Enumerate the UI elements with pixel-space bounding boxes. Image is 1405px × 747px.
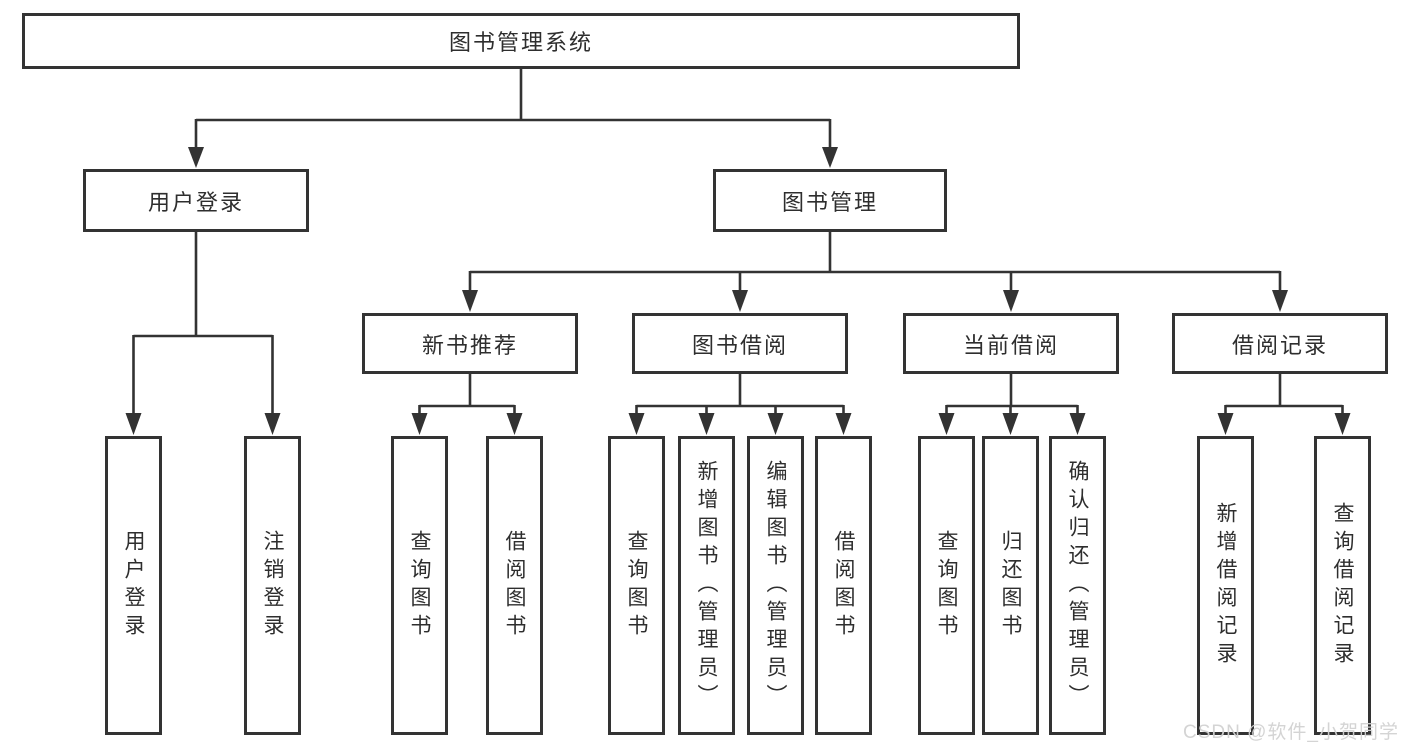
leaf-borrow-query-book: 查询图书: [608, 436, 665, 735]
leaf-borrow-book-label: 借阅图书: [832, 529, 855, 642]
node-borrow-record-label: 借阅记录: [1231, 332, 1328, 358]
csdn-watermark: CSDN @软件_小贺同学: [1183, 722, 1399, 743]
connector-current-borrow-to-leaves: [938, 373, 1086, 435]
leaf-recommend-borrow-book-label: 借阅图书: [503, 529, 526, 642]
leaf-add-borrow-record-label: 新增借阅记录: [1214, 501, 1237, 670]
leaf-current-query-book-label: 查询图书: [935, 529, 958, 642]
node-user-login: 用户登录: [83, 169, 309, 232]
node-borrow-record: 借阅记录: [1172, 313, 1388, 374]
leaf-query-borrow-record: 查询借阅记录: [1314, 436, 1371, 735]
leaf-borrow-query-book-label: 查询图书: [625, 529, 648, 642]
leaf-logout: 注销登录: [244, 436, 301, 735]
connector-book-management-to-level3: [462, 231, 1288, 312]
connector-user-login-to-leaves: [125, 231, 281, 435]
leaf-borrow-book: 借阅图书: [815, 436, 872, 735]
node-root-label: 图书管理系统: [448, 30, 593, 55]
leaf-confirm-return-admin: 确认归还（管理员）: [1049, 436, 1106, 735]
node-new-book-recommend: 新书推荐: [362, 313, 578, 374]
leaf-edit-book-admin: 编辑图书（管理员）: [747, 436, 804, 735]
node-book-borrow: 图书借阅: [632, 313, 848, 374]
leaf-recommend-query-book: 查询图书: [391, 436, 448, 735]
leaf-add-book-admin-label: 新增图书（管理员）: [695, 459, 718, 712]
connector-borrow-record-to-leaves: [1217, 373, 1351, 435]
leaf-return-book-label: 归还图书: [999, 529, 1022, 642]
leaf-user-login: 用户登录: [105, 436, 162, 735]
node-user-login-label: 用户登录: [147, 189, 244, 215]
leaf-query-borrow-record-label: 查询借阅记录: [1331, 501, 1354, 670]
node-book-management: 图书管理: [713, 169, 947, 232]
leaf-recommend-query-book-label: 查询图书: [408, 529, 431, 642]
connector-root-to-level2: [188, 69, 838, 168]
leaf-user-login-label: 用户登录: [122, 529, 145, 642]
leaf-current-query-book: 查询图书: [918, 436, 975, 735]
node-book-management-label: 图书管理: [781, 189, 878, 215]
leaf-return-book: 归还图书: [982, 436, 1039, 735]
node-new-book-recommend-label: 新书推荐: [421, 332, 518, 358]
node-current-borrow: 当前借阅: [903, 313, 1119, 374]
leaf-add-book-admin: 新增图书（管理员）: [678, 436, 735, 735]
leaf-confirm-return-admin-label: 确认归还（管理员）: [1066, 459, 1089, 712]
leaf-logout-label: 注销登录: [261, 529, 284, 642]
connector-book-borrow-to-leaves: [628, 373, 852, 435]
node-book-borrow-label: 图书借阅: [691, 332, 788, 358]
node-current-borrow-label: 当前借阅: [962, 332, 1059, 358]
leaf-recommend-borrow-book: 借阅图书: [486, 436, 543, 735]
leaf-edit-book-admin-label: 编辑图书（管理员）: [764, 459, 787, 712]
node-root-system: 图书管理系统: [22, 13, 1020, 69]
connector-new-book-recommend-to-leaves: [411, 373, 523, 435]
leaf-add-borrow-record: 新增借阅记录: [1197, 436, 1254, 735]
